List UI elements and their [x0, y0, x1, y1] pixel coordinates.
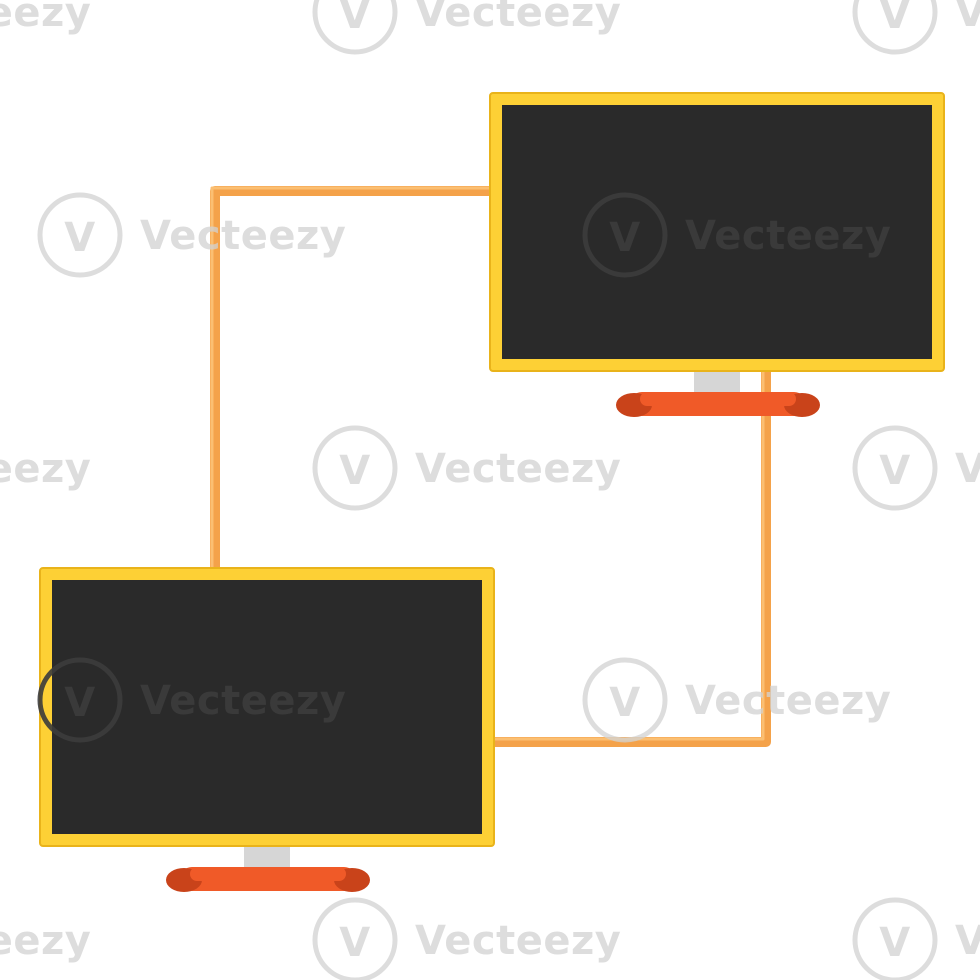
network-cables: [210, 186, 771, 747]
watermark-text: Vecteezy: [685, 213, 891, 259]
watermark-logo-glyph: V: [64, 215, 95, 261]
monitor-screen: [502, 105, 932, 359]
watermark: V Vecteezy: [312, 0, 621, 55]
watermark-logo-icon: [312, 897, 398, 980]
watermark: V Vecteezy: [852, 0, 980, 55]
watermark-text: Vecteezy: [0, 918, 91, 964]
monitor-stand-base: [166, 867, 370, 892]
watermark-logo-icon: [852, 897, 938, 980]
watermark: V Vecteezy: [312, 425, 621, 511]
watermark: V Vecteezy: [37, 192, 346, 278]
watermark: V Vecteezy: [312, 897, 621, 980]
watermark-logo-glyph: V: [609, 215, 640, 261]
watermark-logo-glyph: V: [64, 680, 95, 726]
watermark-text: Vecteezy: [685, 678, 891, 724]
watermark: V Vecteezy: [852, 425, 980, 511]
watermark-logo-glyph: V: [879, 448, 910, 494]
monitor-bottom-left: [39, 567, 495, 892]
cable-upper-left: [210, 186, 497, 575]
watermark-logo-icon: [312, 425, 398, 511]
watermark: V Vecteezy: [852, 897, 980, 980]
watermark-text: Vecteezy: [955, 0, 980, 36]
cable-lower-right-highlight: [492, 372, 765, 741]
watermark-text: Vecteezy: [415, 446, 621, 492]
watermark-logo-icon: [852, 425, 938, 511]
monitor-top-right: [489, 92, 945, 417]
watermark: V Vecteezy: [582, 657, 891, 743]
watermark-logo-icon: [582, 657, 668, 743]
watermark-logo-glyph: V: [879, 0, 910, 38]
watermark-text: Vecteezy: [0, 0, 91, 36]
watermark: Vecteezy: [0, 918, 91, 964]
watermark: V Vecteezy: [582, 192, 891, 278]
monitor-neck: [694, 368, 740, 394]
watermark-text: Vecteezy: [415, 0, 621, 36]
watermark-text: Vecteezy: [955, 918, 980, 964]
cable-upper-left-highlight: [210, 186, 492, 570]
cable-lower-right: [487, 367, 771, 747]
watermark-logo-glyph: V: [339, 920, 370, 966]
monitor-neck: [244, 843, 290, 869]
watermark-text: Vecteezy: [955, 446, 980, 492]
watermark: Vecteezy: [0, 446, 91, 492]
monitor-stand-base: [616, 392, 820, 417]
watermark-logo-icon: [37, 657, 123, 743]
watermark-text: Vecteezy: [415, 918, 621, 964]
watermark-logo-icon: [852, 0, 938, 55]
watermark-logo-glyph: V: [339, 0, 370, 38]
watermark: Vecteezy: [0, 0, 91, 36]
watermark-text: Vecteezy: [140, 678, 346, 724]
watermark-text: Vecteezy: [140, 213, 346, 259]
watermark-text: Vecteezy: [0, 446, 91, 492]
monitor-screen: [52, 580, 482, 834]
watermark-logo-icon: [582, 192, 668, 278]
watermark-logo-icon: [312, 0, 398, 55]
watermark-logo-glyph: V: [879, 920, 910, 966]
watermark-logo-glyph: V: [339, 448, 370, 494]
watermark: V Vecteezy: [37, 657, 346, 743]
watermark-logo-icon: [37, 192, 123, 278]
watermark-logo-glyph: V: [609, 680, 640, 726]
